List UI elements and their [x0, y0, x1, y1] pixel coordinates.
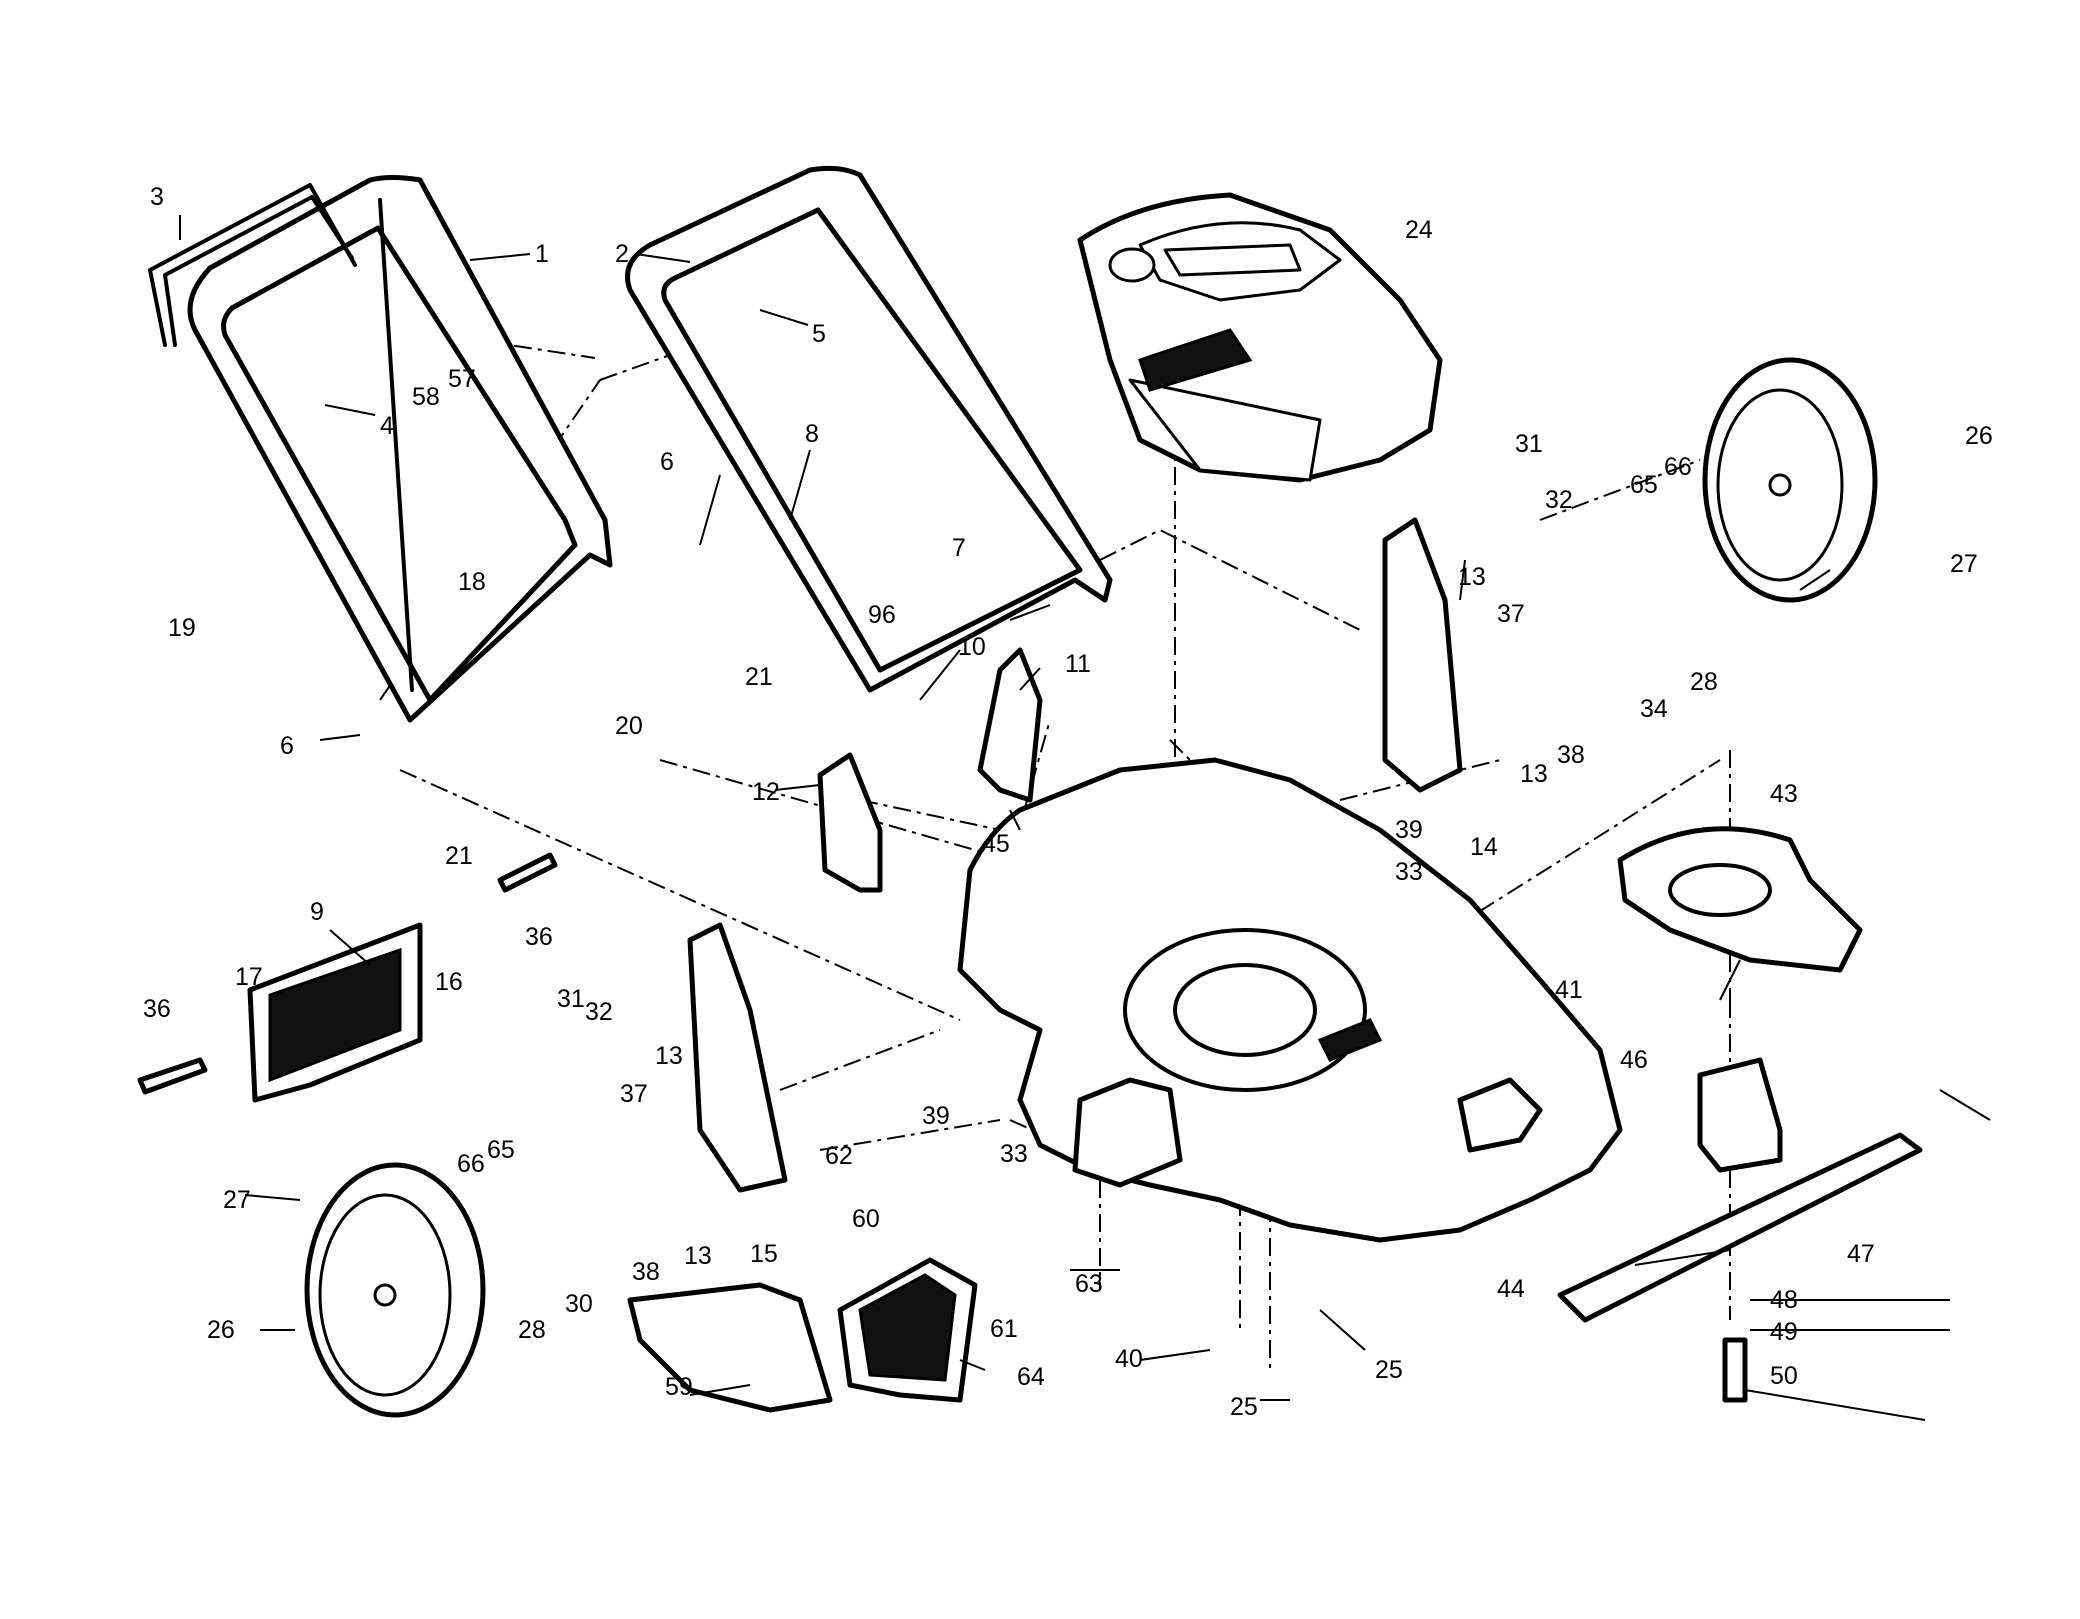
callout-26-left: 26 [207, 1316, 235, 1344]
baffle-43 [1617, 826, 1863, 973]
callout-37-right: 37 [1497, 600, 1525, 628]
callout-20: 20 [615, 712, 643, 740]
callout-13-b: 13 [1520, 760, 1548, 788]
side-chute-64 [837, 1257, 978, 1403]
callout-labels: 1 2 3 4 5 6 6 7 8 9 10 11 12 13 13 13 13… [143, 183, 1993, 1421]
callout-18: 18 [458, 568, 486, 596]
callout-27-left: 27 [223, 1186, 251, 1214]
callout-50: 50 [1770, 1362, 1798, 1390]
callout-39-left: 39 [922, 1102, 950, 1130]
callout-49: 49 [1770, 1318, 1798, 1346]
callout-33-right: 33 [1395, 858, 1423, 886]
callout-6-lower: 6 [280, 732, 294, 760]
callout-66-left: 66 [457, 1150, 485, 1178]
callout-11: 11 [1065, 650, 1091, 678]
callout-36-left: 36 [143, 995, 171, 1023]
callout-38-left: 38 [632, 1258, 660, 1286]
control-bar-3 [148, 183, 357, 347]
fastener-bolt-36-left [137, 1057, 208, 1095]
callout-4: 4 [380, 412, 394, 440]
callout-37-left: 37 [620, 1080, 648, 1108]
callout-43: 43 [1770, 780, 1798, 808]
blade-adapter-46 [1697, 1057, 1783, 1173]
callout-21-upper: 21 [745, 663, 773, 691]
callout-24: 24 [1405, 216, 1433, 244]
callout-17: 17 [235, 963, 263, 991]
rear-door-9 [247, 922, 423, 1103]
callout-1: 1 [535, 240, 549, 268]
callout-8: 8 [805, 420, 819, 448]
callout-10: 10 [958, 633, 986, 661]
height-adjuster-14 [1382, 517, 1463, 793]
callout-21-lower: 21 [445, 842, 473, 870]
callout-57: 57 [448, 365, 476, 393]
mulch-plug-59 [627, 1282, 833, 1413]
mower-deck-44 [957, 757, 1623, 1243]
wheel-27-right [1702, 357, 1878, 603]
callout-44: 44 [1497, 1275, 1525, 1303]
callout-31-left: 31 [557, 985, 585, 1013]
height-adjuster-15 [687, 922, 788, 1193]
fastener-bolt-50 [1722, 1337, 1748, 1403]
callout-9: 9 [310, 898, 324, 926]
callout-15: 15 [750, 1240, 778, 1268]
leader-lines [179, 215, 1991, 1421]
callout-48: 48 [1770, 1286, 1798, 1314]
callout-28-left: 28 [518, 1316, 546, 1344]
lower-handle-2 [625, 165, 1113, 693]
callout-66-right: 66 [1664, 453, 1692, 481]
callout-59: 59 [665, 1373, 693, 1401]
callout-13-a: 13 [1458, 563, 1486, 591]
callout-32-left: 32 [585, 998, 613, 1026]
callout-65-left: 65 [487, 1136, 515, 1164]
callout-62: 62 [825, 1142, 853, 1170]
callout-46: 46 [1620, 1046, 1648, 1074]
callout-2: 2 [615, 240, 629, 268]
callout-16: 16 [435, 968, 463, 996]
callout-13-c: 13 [655, 1042, 683, 1070]
callout-25-upper: 25 [1375, 1356, 1403, 1384]
callout-19: 19 [168, 614, 196, 642]
callout-58: 58 [412, 383, 440, 411]
callout-14: 14 [1470, 833, 1498, 861]
bracket-11 [977, 647, 1043, 803]
callout-96: 96 [868, 601, 896, 629]
callout-45: 45 [982, 830, 1010, 858]
callout-12: 12 [752, 778, 780, 806]
callout-34: 34 [1640, 695, 1668, 723]
callout-25-lower: 25 [1230, 1393, 1258, 1421]
callout-47: 47 [1847, 1240, 1875, 1268]
callout-63: 63 [1075, 1270, 1103, 1298]
callout-41: 41 [1555, 976, 1583, 1004]
upper-handle-1 [187, 175, 613, 723]
callout-7: 7 [952, 534, 966, 562]
callout-31-right: 31 [1515, 430, 1543, 458]
callout-5: 5 [812, 320, 826, 348]
callout-28-right: 28 [1690, 668, 1718, 696]
callout-3: 3 [150, 183, 164, 211]
callout-65-right: 65 [1630, 471, 1658, 499]
callout-64: 64 [1017, 1363, 1045, 1391]
engine-24 [1077, 192, 1443, 483]
callout-40: 40 [1115, 1345, 1143, 1373]
callout-13-d: 13 [684, 1242, 712, 1270]
callout-38-right: 38 [1557, 741, 1585, 769]
callout-39-right: 39 [1395, 816, 1423, 844]
callout-27-right: 27 [1950, 550, 1978, 578]
callout-36-right: 36 [525, 923, 553, 951]
callout-26-right: 26 [1965, 422, 1993, 450]
callout-60: 60 [852, 1205, 880, 1233]
callout-61: 61 [990, 1315, 1018, 1343]
callout-33-left: 33 [1000, 1140, 1028, 1168]
callout-6-upper: 6 [660, 448, 674, 476]
callout-32-right: 32 [1545, 486, 1573, 514]
wheel-27-left [304, 1162, 486, 1418]
blade-47 [1557, 1132, 1923, 1323]
callout-30: 30 [565, 1290, 593, 1318]
fastener-bolt-36-right [497, 852, 558, 893]
bracket-12 [817, 752, 883, 893]
